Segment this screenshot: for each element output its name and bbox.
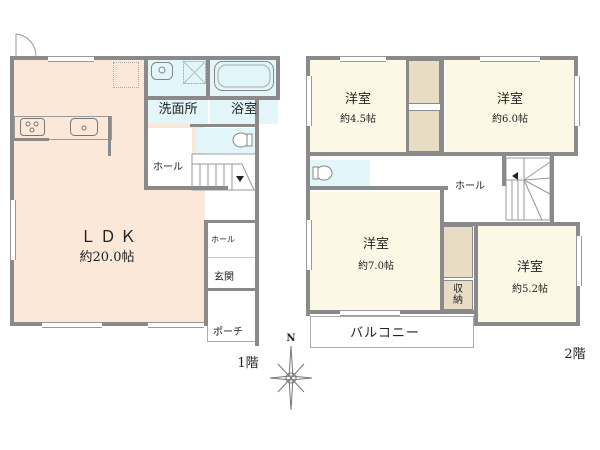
bath-label: 浴室 <box>230 102 257 117</box>
room-hall-1f <box>147 128 192 186</box>
floor-2-label: 2階 <box>564 347 586 362</box>
closet-b <box>408 110 440 152</box>
western-d-size: 約5.2帖 <box>512 284 548 295</box>
wall <box>204 220 258 223</box>
fridge-space <box>113 62 139 88</box>
wall <box>306 186 448 190</box>
wall <box>204 288 258 291</box>
wall <box>10 322 207 326</box>
room-western-b <box>445 58 575 154</box>
wall <box>474 222 478 326</box>
window <box>10 200 16 260</box>
wall <box>190 124 258 127</box>
wall <box>406 56 409 156</box>
room-entrance <box>207 258 257 288</box>
window <box>340 310 400 316</box>
wall <box>204 220 208 326</box>
wall <box>276 56 280 98</box>
wall <box>144 96 280 100</box>
wall <box>440 190 444 312</box>
room-porch <box>207 290 257 342</box>
window <box>48 56 94 62</box>
room-bath-lower <box>210 96 278 124</box>
wall <box>306 152 578 156</box>
window <box>42 322 102 328</box>
wall <box>144 56 148 188</box>
window <box>576 236 582 286</box>
closet-c <box>443 226 473 278</box>
wall <box>144 186 228 190</box>
room-western-a <box>310 58 406 154</box>
room-western-d <box>478 226 576 324</box>
room-western-c <box>310 192 440 312</box>
stairs-1f <box>191 153 257 191</box>
wall <box>502 156 506 186</box>
room-balcony <box>310 316 474 348</box>
bathtub-icon <box>214 61 274 91</box>
storage-label: 収 納 <box>453 284 463 306</box>
porch-label: ポーチ <box>213 327 243 338</box>
toilet-icon <box>312 165 333 181</box>
hall-1f-label: ホール <box>153 162 183 173</box>
window <box>574 76 580 126</box>
entry-door-swing <box>15 33 37 57</box>
washbasin-icon <box>151 62 173 80</box>
window <box>306 76 312 126</box>
western-c-label: 洋室 <box>362 237 389 252</box>
hall-2f-label: ホール <box>455 181 485 192</box>
toilet-icon <box>232 132 253 148</box>
balcony-label: バルコニー <box>350 326 420 341</box>
stove-icon <box>20 118 45 136</box>
ldk-label: ＬＤＫ <box>79 227 140 246</box>
wall <box>440 222 580 226</box>
sink-icon <box>70 118 98 136</box>
floor-1-label: 1階 <box>237 356 259 371</box>
wall <box>440 56 444 156</box>
closet-a <box>408 60 440 104</box>
hall-small-label: ホール <box>211 235 235 244</box>
compass-north-label: N <box>286 333 296 344</box>
western-c-size: 約7.0帖 <box>358 261 394 272</box>
window <box>148 322 204 328</box>
western-b-size: 約6.0帖 <box>492 114 528 125</box>
washer-space-icon <box>182 60 207 85</box>
western-d-label: 洋室 <box>516 260 543 275</box>
room-bath <box>210 58 278 96</box>
kitchen-counter <box>14 116 112 140</box>
entrance-label: 玄関 <box>214 272 234 283</box>
compass-rose-icon <box>269 345 313 411</box>
ldk-size: 約20.0帖 <box>79 250 135 265</box>
window <box>306 220 312 270</box>
western-a-size: 約4.5帖 <box>340 114 376 125</box>
wall <box>474 322 580 326</box>
wall <box>206 56 210 98</box>
washroom-label: 洗面所 <box>158 102 198 117</box>
western-b-label: 洋室 <box>496 92 523 107</box>
wall <box>550 156 554 222</box>
wall <box>10 56 14 326</box>
kitchen-counter-edge <box>14 138 49 141</box>
window <box>480 56 540 62</box>
stairs-2f <box>505 157 551 221</box>
western-a-label: 洋室 <box>344 92 371 107</box>
window <box>340 56 386 62</box>
kitchen-counter-side <box>108 116 111 156</box>
